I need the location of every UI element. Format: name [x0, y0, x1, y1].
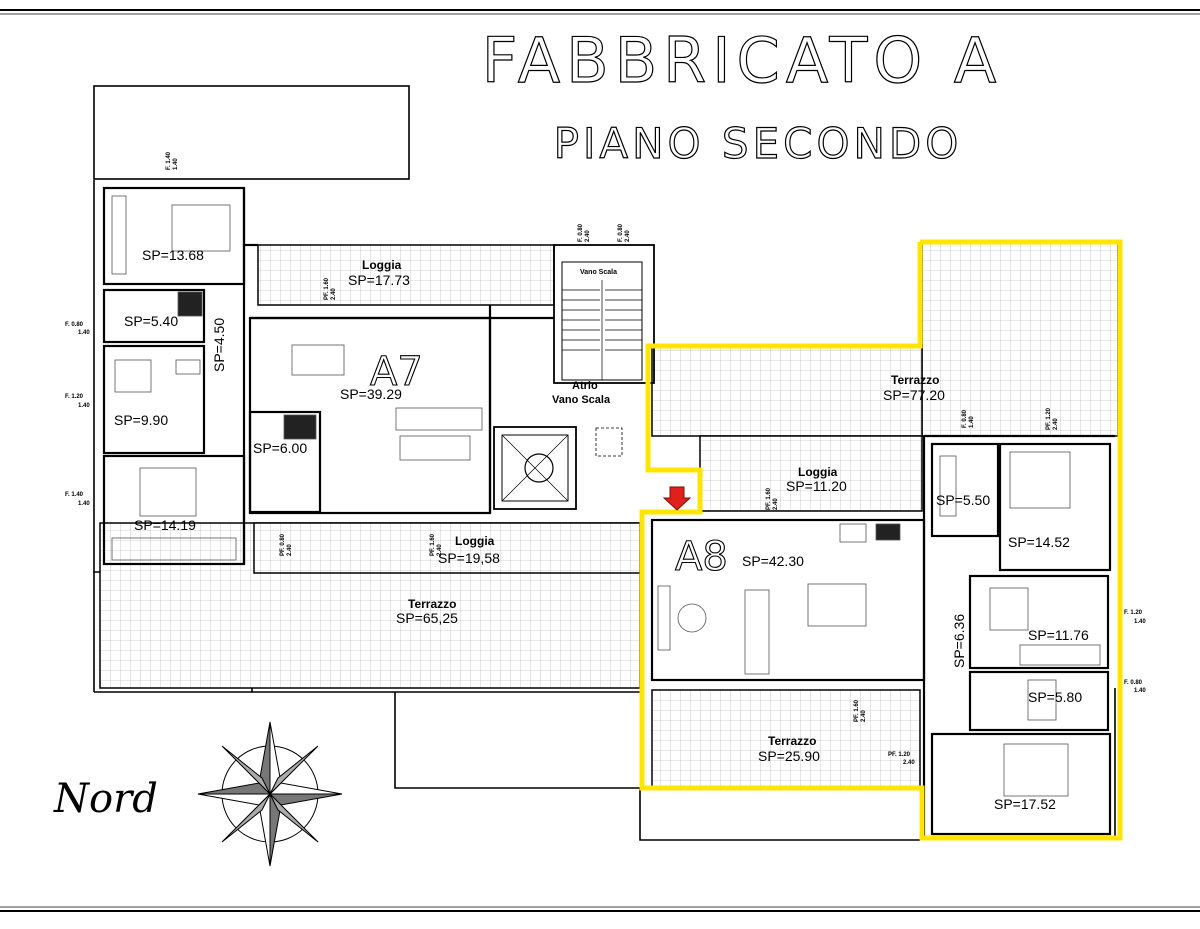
loggia-a7-bottom-area: SP=19,58: [438, 550, 500, 566]
loggia-a8: [699, 435, 923, 512]
terrazzo-a8-bottom: [651, 689, 921, 788]
loggia-top-name: Loggia: [362, 258, 402, 272]
dim-pf-160-a7: PF. 1.60: [430, 533, 436, 556]
a8-highlight-boundary: [639, 239, 1123, 841]
a8-living-area: SP=42.30: [742, 553, 804, 569]
a7-living-area: SP=39.29: [340, 386, 402, 402]
dim-240-terrazzo: 2.40: [861, 710, 867, 722]
loggia-a8-area: SP=11.20: [786, 478, 847, 494]
terrazzo-a8-bottom-area: SP=25.90: [758, 748, 820, 764]
a8-corridor-area: SP=6.36: [951, 614, 967, 668]
loggia-top-area: SP=17.73: [348, 272, 410, 288]
dim-240-a7-2: 2.40: [437, 544, 443, 556]
terrazzo-large-area: SP=65,25: [396, 610, 458, 626]
dim-140-right-1: 1.40: [1134, 619, 1146, 625]
sheet-frame: [0, 9, 1200, 912]
dim-140-a8-1: 1.40: [969, 416, 975, 428]
entry-marker-icon: [662, 486, 692, 511]
a8-bedroom-1-area: SP=14.52: [1008, 534, 1070, 550]
dim-pf-160-terrazzo: PF. 1.60: [854, 699, 860, 722]
outdoor-areas: [99, 242, 1119, 788]
dim-240-a8-2: 2.40: [1053, 418, 1059, 430]
dim-f-080-right: F. 0.80: [1124, 680, 1143, 686]
terrazzo-a8-top-name: Terrazzo: [891, 373, 939, 387]
dim-240-stair-1: 2.40: [585, 230, 591, 242]
dim-240-a7-1: 2.40: [287, 544, 293, 556]
dim-pf-080-a7: PF. 0.80: [280, 533, 286, 556]
north-label: Nord: [53, 776, 158, 822]
dim-140-left-1: 1.40: [78, 330, 90, 336]
a7-corridor-area: SP=4.50: [211, 318, 227, 372]
loggia-a7-bottom-name: Loggia: [455, 534, 495, 548]
dim-f-080-stair-1: F. 0.80: [578, 223, 584, 242]
furniture: [111, 195, 1101, 797]
a7-bath-2-area: SP=6.00: [253, 440, 307, 456]
dim-240-a8-1: 2.40: [773, 498, 779, 510]
a8-bedroom-2-area: SP=11.76: [1028, 627, 1089, 643]
dim-f-080-a8: F. 0.80: [962, 409, 968, 428]
dim-f-140-left: F. 1.40: [65, 492, 84, 498]
north-compass-icon: [197, 721, 343, 867]
dim-pf-120-a8: PF. 1.20: [1046, 407, 1052, 430]
a7-bedroom-3-area: SP=14.19: [134, 517, 196, 533]
dim-pf-160-loggia: PF. 1.60: [324, 277, 330, 300]
dim-f-080-stair-2: F. 0.80: [618, 223, 624, 242]
building-outline: [93, 85, 1116, 841]
dim-f-120-left: F. 1.20: [65, 394, 84, 400]
a7-bath-1-area: SP=5.40: [124, 313, 178, 329]
dim-240-loggia: 2.40: [331, 288, 337, 300]
dim-140-left-3: 1.40: [78, 501, 90, 507]
terrazzo-a8-bottom-name: Terrazzo: [768, 734, 816, 748]
a7-bedroom-2-area: SP=9.90: [114, 412, 168, 428]
drawing-subtitle: PIANO SECONDO: [554, 119, 963, 168]
terrazzo-a8-top: [651, 344, 923, 437]
unit-label-a7: A7: [370, 349, 423, 395]
unit-label-a8: A8: [675, 534, 728, 580]
terrazzo-a8-top-area: SP=77.20: [883, 387, 945, 403]
dim-f-120-right: F. 1.20: [1124, 610, 1143, 616]
a8-walls: [650, 434, 1115, 840]
drawing-title: FABBRICATO A: [482, 24, 1003, 97]
loggia-top: [257, 244, 555, 306]
a8-bath-2-area: SP=5.80: [1028, 689, 1082, 705]
a7-walls: [102, 186, 554, 566]
loggia-a8-name: Loggia: [798, 465, 838, 479]
dim-pf-120-terrazzo: PF. 1.20: [888, 752, 911, 758]
terrazzo-a8-top-right: [921, 242, 1119, 437]
a8-bath-1-area: SP=5.50: [936, 492, 990, 508]
dim-140-left-2: 1.40: [78, 403, 90, 409]
a7-bedroom-top-area: SP=13.68: [142, 247, 204, 263]
dim-140-right-2: 1.40: [1134, 688, 1146, 694]
dim-240-terrazzo-2: 2.40: [903, 760, 915, 766]
vano-scala-label: Vano Scala: [580, 269, 617, 276]
atrio-label: Atrio: [572, 380, 598, 392]
stairwell: [493, 244, 655, 510]
dim-f-080-left: F. 0.80: [65, 322, 84, 328]
dim-pf-160-a8: PF. 1.60: [766, 487, 772, 510]
a8-bedroom-3-area: SP=17.52: [994, 796, 1056, 812]
dim-f-140-top: F. 1.40: [166, 151, 172, 170]
dim-140-top: 1.40: [173, 158, 179, 170]
terrazzo-large-name: Terrazzo: [408, 597, 456, 611]
atrio-vano-scala-label: Vano Scala: [552, 394, 611, 406]
dim-240-stair-2: 2.40: [625, 230, 631, 242]
window-dimensions: F. 1.40 1.40 F. 0.80 1.40 F. 1.20 1.40 F…: [65, 151, 1146, 766]
